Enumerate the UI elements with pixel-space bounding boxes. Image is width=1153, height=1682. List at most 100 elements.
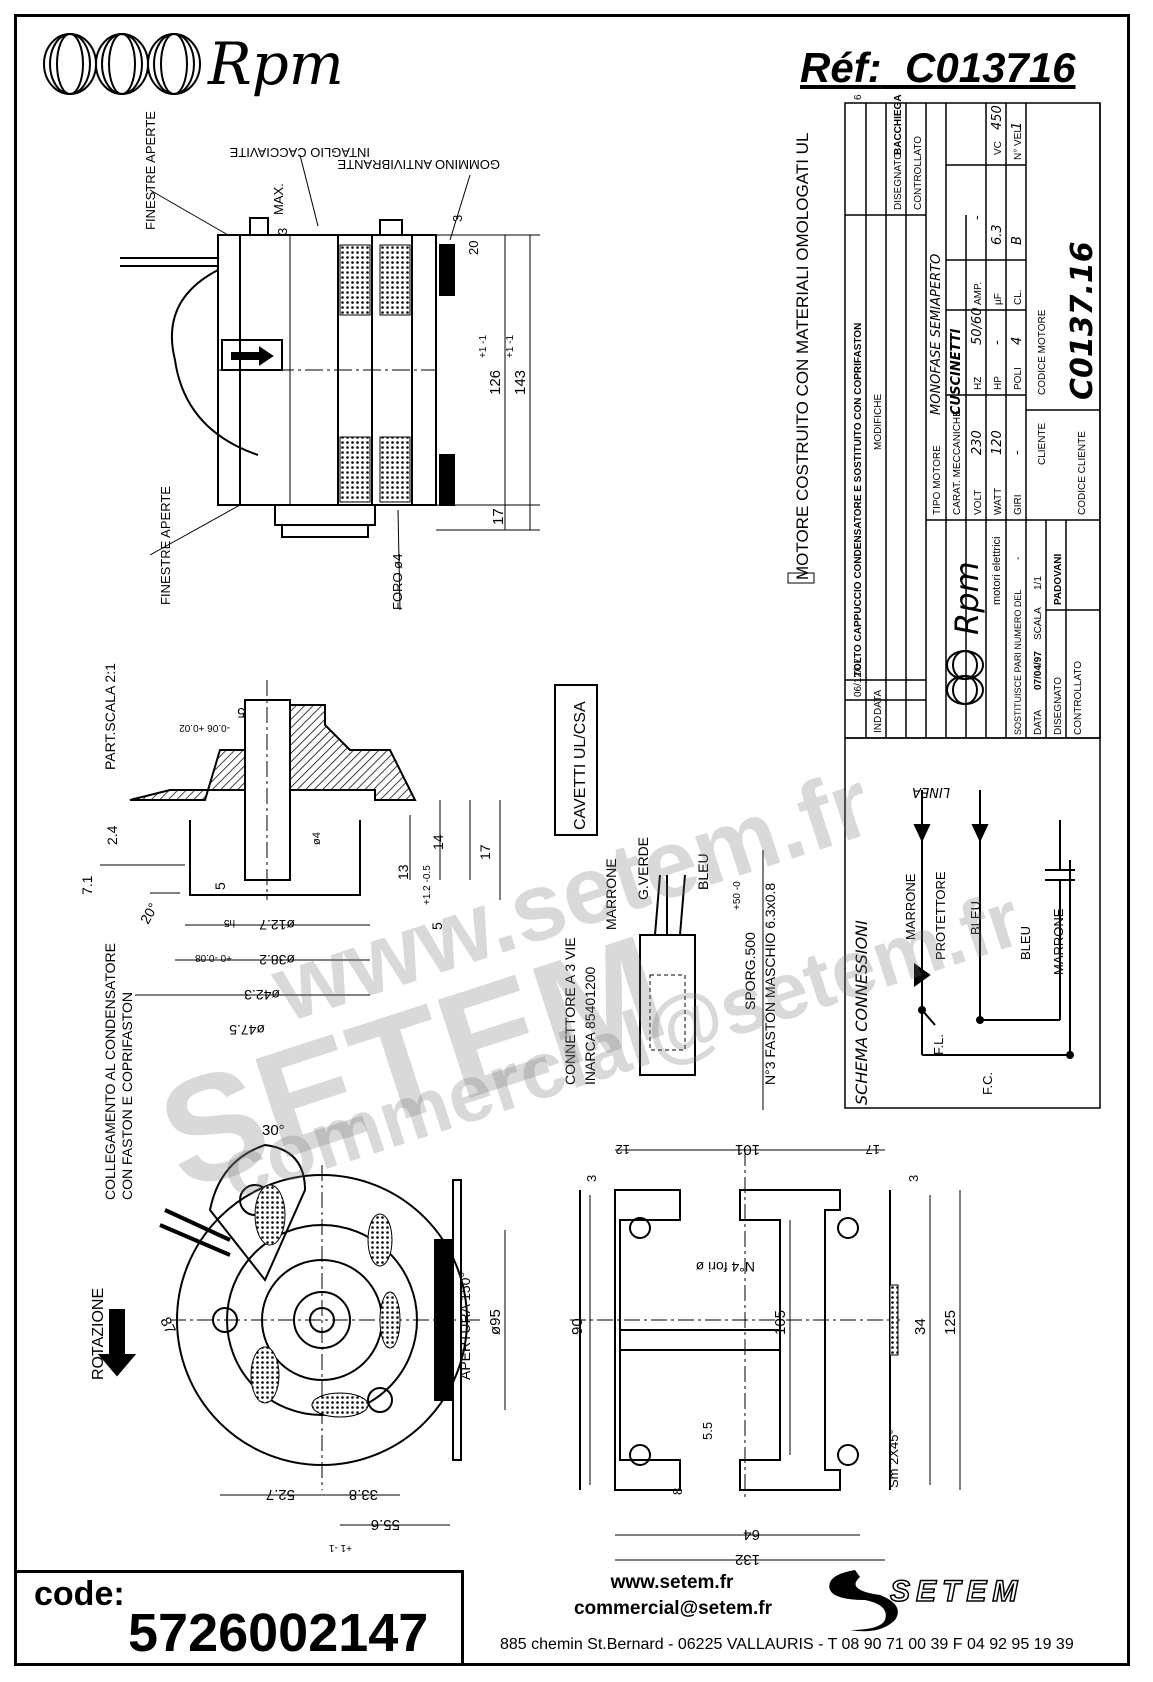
dim-90: 90 — [569, 1318, 586, 1335]
disegnato-value: PADOVANI — [1053, 553, 1064, 605]
dim-3b: 3 — [450, 215, 465, 222]
hp-label: HP — [993, 376, 1004, 390]
giri-label: GIRI — [1013, 494, 1024, 515]
dim-17b: 17 — [866, 1142, 880, 1157]
marrone-label: MARRONE — [903, 873, 918, 940]
motor-front-view — [97, 1143, 506, 1526]
rotazione-label: ROTAZIONE — [90, 1288, 107, 1380]
rpm-logo-text: Rpm — [208, 30, 344, 98]
dim-34: 34 — [912, 1318, 929, 1335]
website-link[interactable]: www.setem.fr — [610, 1572, 734, 1593]
scala-value: 1/1 — [1033, 576, 1044, 590]
col-disegnato: DISEGNATO — [893, 152, 904, 210]
d13-label: 13 — [395, 864, 411, 880]
scala-label: SCALA — [1033, 607, 1044, 640]
poli-value: 4 — [1010, 337, 1025, 345]
col-modifiche: MODIFICHE — [873, 394, 884, 450]
email-link[interactable]: commercial@setem.fr — [573, 1598, 773, 1619]
scale-label: PART.SCALA 2:1 — [102, 663, 118, 770]
fl-label: F.L. — [931, 1034, 946, 1055]
data-label: DATA — [1033, 709, 1044, 735]
dim-12: 12 — [616, 1142, 630, 1157]
tb-brand: Rpm — [948, 561, 986, 635]
d-phi4-label: ø4 — [311, 832, 323, 845]
dim-55-6-label: 55.6 — [371, 1516, 400, 1533]
sporg-label: SPORG.500 — [742, 932, 758, 1010]
cavetti-label: CAVETTI UL/CSA — [572, 701, 589, 830]
shaft-detail-labels: PART.SCALA 2:1 5 -0.06 +0.02 2.4 7.1 20°… — [79, 663, 493, 1038]
d2-4-label: 2.4 — [104, 825, 120, 845]
bleu-cable-label: BLEU — [695, 853, 711, 890]
collegamento-label: COLLEGAMENTO AL CONDENSATORE — [102, 943, 118, 1200]
tipo-motore-label: TIPO MOTORE — [932, 445, 943, 515]
finestre-top-label: FINESTRE APERTE — [143, 111, 158, 230]
rev-date: 06/12/07 — [853, 658, 864, 697]
vc-label: VC — [993, 141, 1004, 155]
uf-value: 6.3 — [990, 224, 1005, 245]
con-faston-label: CON FASTON E COPRIFASTON — [119, 992, 135, 1200]
d12-7-label: ø12.7 — [259, 917, 295, 933]
d14-label: 14 — [430, 834, 446, 850]
faston-label: N°3 FASTON MASCHIO 6.3x0.8 — [762, 883, 778, 1085]
watt-value: 120 — [990, 430, 1005, 455]
poli-label: POLI — [1013, 367, 1024, 390]
angle-30-label: 30° — [262, 1122, 285, 1139]
setem-logo: SETEM — [889, 1574, 1024, 1609]
watt-label: WATT — [993, 488, 1004, 515]
d5-tol: -0.06 +0.02 — [179, 722, 230, 733]
linea-label: LINEA — [912, 784, 950, 799]
data-value: 07/04/97 — [1033, 651, 1044, 690]
title-block-text: 6 06/12/07 TOLTO CAPPUCCIO CONDENSATORE … — [853, 94, 1100, 735]
codice-motore-label: CODICE MOTORE — [1037, 309, 1048, 395]
d7-1-label: 7.1 — [79, 875, 95, 895]
shaft-detail — [100, 680, 501, 996]
col-ind: IND — [873, 716, 884, 733]
max-label: MAX. — [271, 183, 286, 215]
intaglio-label: INTAGLIO CACCIAVITE — [229, 145, 370, 160]
disegnato-label: DISEGNATO — [1053, 677, 1064, 735]
connector-labels: CAVETTI UL/CSA MARRONE G.VERDE BLEU CONN… — [562, 701, 778, 1085]
giri-value: - — [1010, 450, 1025, 455]
cl-value: B — [1010, 236, 1025, 245]
dim-143-tol: +1 -1 — [505, 334, 516, 358]
amp-value: - — [970, 215, 985, 220]
dim-95-label: ø95 — [487, 1309, 504, 1335]
connettore-label: CONNETTORE A 3 VIE — [562, 937, 578, 1085]
materials-note: MOTORE COSTRUITO CON MATERIALI OMOLOGATI… — [793, 133, 812, 580]
dim-126: 126 — [487, 370, 504, 395]
sm-label: Sm 2X45° — [886, 1429, 901, 1488]
drawing-frame — [14, 14, 1130, 1666]
dim-143: 143 — [512, 370, 529, 395]
title-block-logo — [946, 650, 984, 705]
dim-20: 20 — [466, 241, 481, 255]
dim-5-5: 5.5 — [700, 1422, 715, 1440]
carat-label: CARAT. MECCANICHE — [952, 410, 963, 515]
dim-125: 125 — [942, 1310, 959, 1335]
protettore-label: PROTETTORE — [933, 871, 948, 960]
dim-101: 101 — [735, 1141, 760, 1158]
dim-64: 64 — [743, 1526, 760, 1543]
motor-side-view — [120, 154, 540, 611]
dim-132: 132 — [735, 1551, 760, 1568]
rev-ind: 6 — [853, 94, 864, 100]
bacchiega: BACCHIEGA — [893, 94, 904, 155]
g-verde-label: G.VERDE — [635, 837, 651, 900]
dim-33-8-label: 33.8 — [349, 1486, 378, 1503]
title-block — [844, 102, 1101, 1109]
vc-value: 450 — [990, 105, 1005, 130]
vel-value: 1 — [1010, 122, 1025, 130]
marrone-cable-label: MARRONE — [603, 858, 619, 930]
reference-label: Réf: — [800, 44, 882, 91]
d47-5-label: ø47.5 — [229, 1022, 265, 1038]
dim-126-tol: +1 -1 — [478, 334, 489, 358]
reference-number: Réf: C013716 — [800, 44, 1076, 92]
dim-8: 8 — [670, 1488, 685, 1495]
d5b-label: 5 — [212, 882, 228, 890]
schema-title: SCHEMA CONNESSIONI — [852, 920, 871, 1105]
tb-brand-sub: motori elettrici — [991, 537, 1003, 605]
address-line: 885 chemin St.Bernard - 06225 VALLAURIS … — [500, 1636, 1074, 1653]
wiring-schematic — [913, 790, 1075, 1059]
inarca-label: INARCA 85401200 — [582, 966, 598, 1085]
motor-side-labels: FINESTRE APERTE INTAGLIO CACCIAVITE GOMM… — [143, 111, 529, 610]
dim-3c: 3 — [584, 1175, 599, 1182]
